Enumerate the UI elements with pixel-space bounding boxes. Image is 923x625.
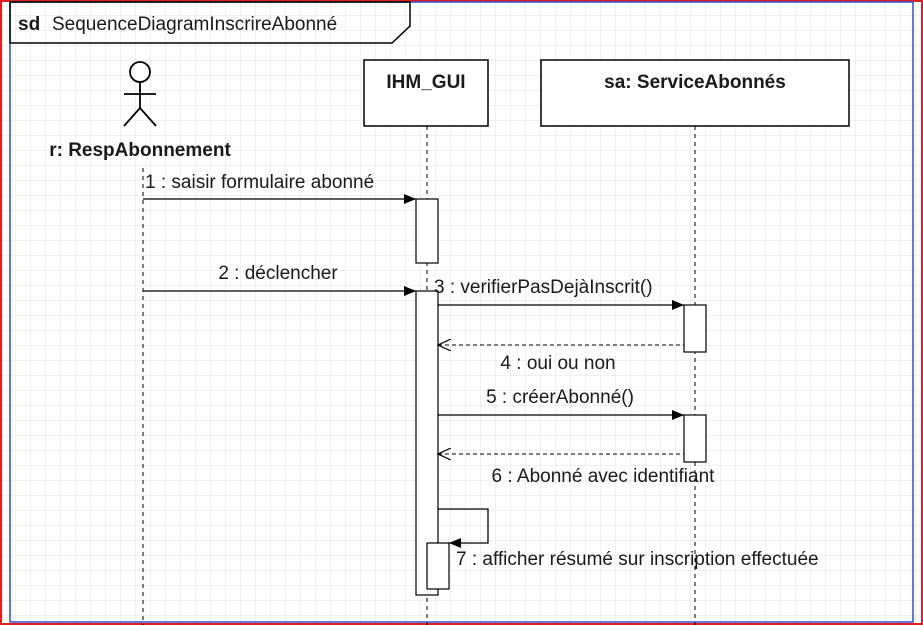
message-2[interactable]: 2 : déclencher [143, 263, 416, 296]
actor-resp-abonnement[interactable]: r: RespAbonnement [49, 61, 231, 161]
message-5[interactable]: 5 : créerAbonné() [438, 387, 684, 420]
actor-label: r: RespAbonnement [49, 140, 231, 161]
activation-bar-ihm-1[interactable] [415, 198, 439, 264]
lifeline-ihm-gui-box [363, 59, 489, 127]
lifeline-service-abonnes-label: sa: ServiceAbonnés [604, 72, 786, 93]
activation-bar-ihm-self[interactable] [426, 542, 450, 590]
actor-stick-figure-icon [123, 61, 157, 127]
activation-bar-service-2[interactable] [683, 414, 707, 463]
message-4[interactable]: 4 : oui ou non [438, 345, 684, 374]
sd-frame-tab [9, 1, 411, 44]
lifeline-ihm-gui-label: IHM_GUI [386, 72, 465, 93]
activation-bar-ihm-2[interactable] [415, 290, 439, 596]
sd-frame[interactable]: sd SequenceDiagramInscrireAbonné [9, 1, 411, 44]
message-7-label: 7 : afficher résumé sur inscription effe… [456, 549, 819, 570]
selection-border-blue [9, 1, 914, 623]
message-5-label: 5 : créerAbonné() [486, 387, 634, 408]
message-7[interactable]: 7 : afficher résumé sur inscription effe… [438, 508, 819, 570]
sd-frame-name: SequenceDiagramInscrireAbonné [52, 14, 337, 35]
sd-frame-keyword: sd [18, 14, 40, 35]
message-3[interactable]: 3 : verifierPasDejàInscrit() [434, 277, 684, 310]
message-1-label: 1 : saisir formulaire abonné [145, 172, 374, 193]
message-3-label: 3 : verifierPasDejàInscrit() [434, 277, 653, 298]
lifeline-service-abonnes[interactable]: sa: ServiceAbonnés [540, 59, 850, 127]
activation-bar-service-1[interactable] [683, 304, 707, 353]
message-2-label: 2 : déclencher [218, 263, 338, 284]
message-4-label: 4 : oui ou non [500, 353, 615, 374]
message-6[interactable]: 6 : Abonné avec identifiant [438, 454, 715, 487]
message-6-label: 6 : Abonné avec identifiant [492, 466, 716, 487]
lifeline-ihm-gui[interactable]: IHM_GUI [363, 59, 489, 127]
message-1[interactable]: 1 : saisir formulaire abonné [143, 172, 416, 204]
lifeline-service-abonnes-box [540, 59, 850, 127]
message-7-arrow [438, 508, 489, 548]
